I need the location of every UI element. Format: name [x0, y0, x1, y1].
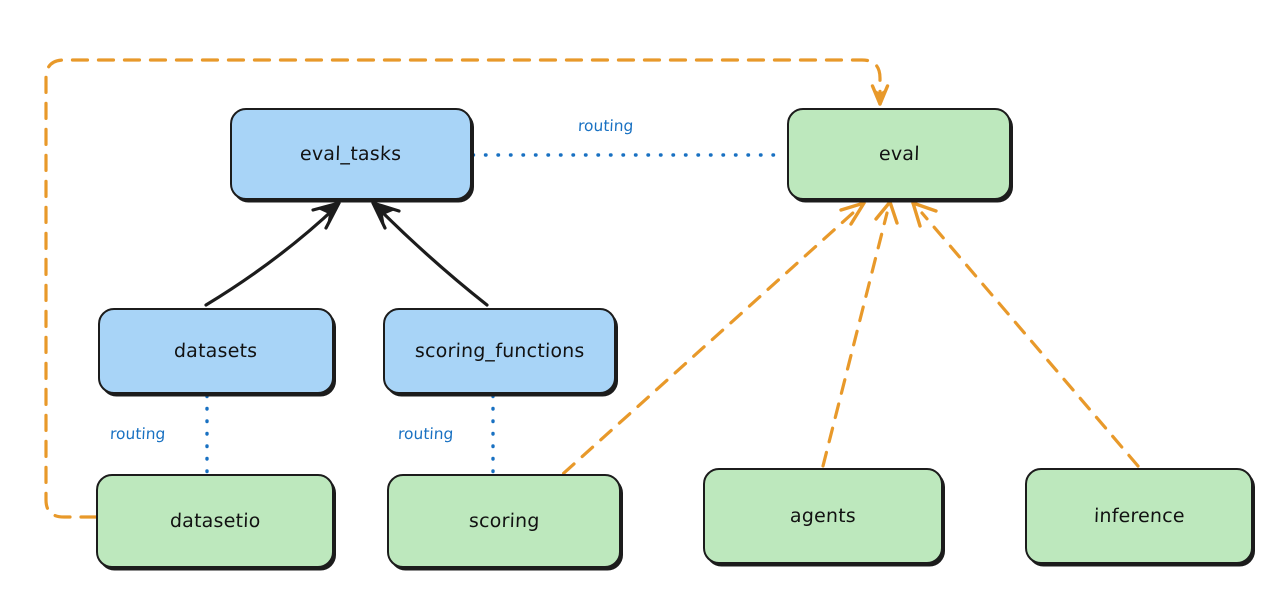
edge-scoring_functions-to-eval_tasks	[371, 201, 489, 307]
node-label-datasets: datasets	[173, 340, 259, 362]
node-label-eval: eval	[878, 143, 920, 165]
node-label-eval-tasks: eval_tasks	[299, 143, 403, 165]
node-agents[interactable]: agents	[703, 468, 943, 564]
edge-agents-to-eval	[821, 200, 899, 468]
edge-label-routing-scoring-functions-scoring: routing	[397, 425, 454, 443]
node-label-agents: agents	[789, 505, 857, 527]
edge-inference-to-eval	[911, 201, 1140, 468]
node-scoring-functions[interactable]: scoring_functions	[383, 308, 616, 394]
edge-label-routing-eval-tasks-eval: routing	[577, 117, 634, 135]
node-eval-tasks[interactable]: eval_tasks	[230, 108, 472, 200]
node-label-scoring-functions: scoring_functions	[414, 340, 585, 362]
edge-scoring-to-eval	[543, 201, 866, 492]
node-datasetio[interactable]: datasetio	[96, 474, 334, 568]
node-label-datasetio: datasetio	[169, 510, 261, 532]
edge-datasetio-to-eval	[44, 58, 890, 519]
node-eval[interactable]: eval	[787, 108, 1011, 200]
node-inference[interactable]: inference	[1025, 468, 1253, 564]
node-datasets[interactable]: datasets	[98, 308, 334, 394]
edge-datasets-to-eval_tasks	[204, 201, 341, 307]
node-scoring[interactable]: scoring	[387, 474, 621, 568]
node-label-inference: inference	[1093, 505, 1185, 527]
edge-label-routing-datasets-datasetio: routing	[109, 425, 166, 443]
node-label-scoring: scoring	[468, 510, 540, 532]
